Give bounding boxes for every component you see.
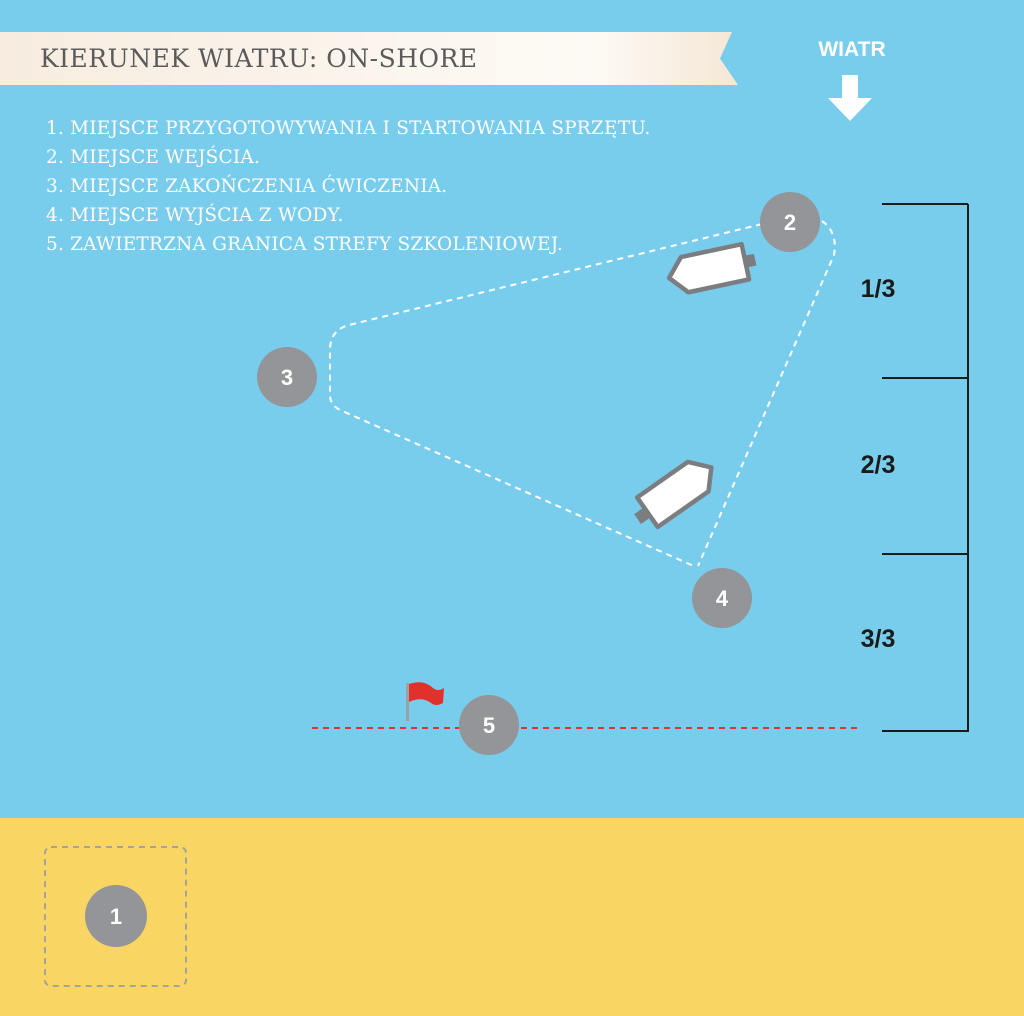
- marker-3: 3: [257, 347, 317, 407]
- scale-label-first-third: 1/3: [860, 275, 896, 303]
- marker-5: 5: [459, 695, 519, 755]
- scale-label-third-third: 3/3: [860, 625, 896, 653]
- page-title: KIERUNEK WIATRU: ON-SHORE: [40, 44, 478, 73]
- title-banner: [0, 32, 738, 85]
- marker-5-label: 5: [483, 713, 495, 738]
- legend-item: 1. MIEJSCE PRZYGOTOWYWANIA I STARTOWANIA…: [46, 118, 651, 139]
- legend-item: 4. MIEJSCE WYJŚCIA Z WODY.: [46, 205, 344, 226]
- marker-4: 4: [692, 568, 752, 628]
- distance-scale: [882, 203, 969, 732]
- legend-item: 2. MIEJSCE WEJŚCIA.: [46, 147, 261, 168]
- marker-2: 2: [760, 192, 820, 252]
- wind-label: WIATR: [818, 38, 886, 61]
- legend-list: 1. MIEJSCE PRZYGOTOWYWANIA I STARTOWANIA…: [46, 114, 650, 259]
- marker-2-label: 2: [784, 210, 796, 235]
- training-route: [329, 220, 836, 568]
- sea-area: [0, 0, 1024, 818]
- scale-label-second-third: 2/3: [860, 451, 896, 479]
- marker-1-label: 1: [110, 904, 122, 929]
- legend-item: 3. MIEJSCE ZAKOŃCZENIA ĆWICZENIA.: [46, 176, 448, 197]
- marker-1: 1: [85, 885, 147, 947]
- arrow-down-icon: [828, 75, 872, 121]
- preparation-area: [44, 846, 187, 987]
- beach-area: [0, 818, 1024, 1016]
- boat-icon: [634, 459, 714, 530]
- flag-icon: [406, 682, 444, 721]
- boat-icon: [666, 241, 757, 295]
- marker-3-label: 3: [281, 365, 293, 390]
- marker-4-label: 4: [716, 586, 729, 611]
- legend-item: 5. ZAWIETRZNA GRANICA STREFY SZKOLENIOWE…: [46, 234, 563, 255]
